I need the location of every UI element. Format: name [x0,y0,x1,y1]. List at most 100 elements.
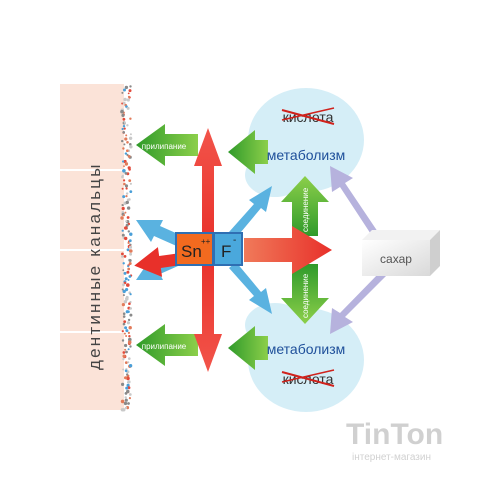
deposit-dot [125,192,129,195]
deposit-dot [128,262,132,265]
deposit-dot [128,168,131,171]
deposit-dot [125,134,128,137]
deposit-dot [121,139,124,143]
compound-arrow-up: соединение [281,176,329,236]
deposit-dot [128,245,133,249]
deposit-dot [122,312,126,316]
deposit-dot [129,145,133,149]
deposit-dot [124,226,128,230]
deposit-dot [127,402,130,405]
deposit-dot [126,373,129,376]
deposit-dot [124,398,128,402]
deposit-dot [129,117,132,120]
deposit-dot [125,335,128,337]
deposit-dot [121,175,124,179]
watermark: TinTon інтернет-магазин [346,418,443,463]
deposit-dot [125,223,129,227]
blue-arrow-down-right [229,262,272,314]
metabolism-label-top: метаболизм [267,147,346,163]
deposit-dot [127,92,130,95]
deposit-dot [121,206,125,211]
deposit-dot [122,117,126,121]
deposit-dot [127,95,131,98]
deposit-dot [124,152,128,155]
acid-strike-bottom [281,371,335,387]
watermark-brand: TinTon [346,418,443,451]
deposit-dot [123,121,126,124]
fluoride-label: F [221,242,231,261]
sugar-box: сахар [362,230,440,276]
deposit-dot [124,211,127,214]
deposit-dot [123,271,127,275]
deposit-dot [121,339,125,342]
deposit-dot [126,283,130,287]
deposit-dot [124,236,128,241]
deposit-dot [129,190,133,194]
deposit-dot [127,155,131,158]
deposit-dot [128,275,132,278]
deposit-dot [124,348,127,351]
deposit-dot [124,137,128,141]
deposit-dot [122,169,126,173]
deposit-dot [122,262,125,265]
adhesion-label-top: прилипание [142,142,187,151]
deposit-dot [125,288,129,292]
deposit-dot [127,310,130,314]
deposit-dot [126,321,130,325]
deposit-dot [127,348,130,351]
deposit-dot [122,160,125,163]
deposit-dot [129,252,133,256]
deposit-dot [126,389,130,394]
metabolism-arrow-bottom [228,326,268,370]
deposit-dot [120,216,124,220]
deposit-dot [121,233,125,237]
deposit-dot [122,289,126,294]
deposit-dot [126,270,130,274]
deposit-dot [124,406,128,410]
deposit-dot [128,357,131,360]
deposit-dot [120,408,125,412]
tin-label: Sn [181,242,202,261]
deposit-dot [128,337,132,342]
deposit-dot [122,131,125,134]
deposit-dot [123,165,125,168]
deposit-dot [122,358,125,361]
deposit-dot [122,294,125,297]
deposit-dot [125,220,128,223]
deposit-dot [129,345,132,348]
deposit-dot [121,252,124,256]
deposit-dot [123,281,127,285]
deposit-dot [122,101,126,105]
deposit-dot [127,340,132,345]
deposit-dot [123,97,127,102]
deposit-dot [127,279,130,281]
deposit-dot [123,88,126,92]
acid-strike-bottom-2 [281,369,335,383]
fluoride-ion-box: F - [213,232,243,266]
deposit-dot [128,239,132,243]
deposit-dot [128,136,133,140]
deposit-dot [122,283,125,287]
adhesion-arrow-bottom: прилипание [136,324,198,366]
deposit-dot [125,329,129,333]
deposit-dot [121,382,125,386]
metabolism-arrow-top [228,130,268,174]
deposit-dot [129,313,133,317]
deposit-dot [122,315,126,318]
deposit-dot [127,380,131,384]
deposit-dot [128,326,132,330]
deposit-dot [125,195,128,198]
deposit-dot [123,127,126,130]
blue-arrow-up-left [136,220,187,248]
deposit-dot [124,392,128,395]
deposit-dot [124,326,128,330]
deposit-dot [122,147,125,150]
deposit-dot [122,351,126,354]
deposit-dot [122,269,125,272]
compound-arrow-down: соединение [281,264,329,324]
tin-ion-box: Sn ++ [175,232,214,266]
deposit-dot [122,322,126,326]
deposit-dot [127,241,130,244]
deposit-dot [123,300,128,304]
deposit-dot [122,354,126,358]
